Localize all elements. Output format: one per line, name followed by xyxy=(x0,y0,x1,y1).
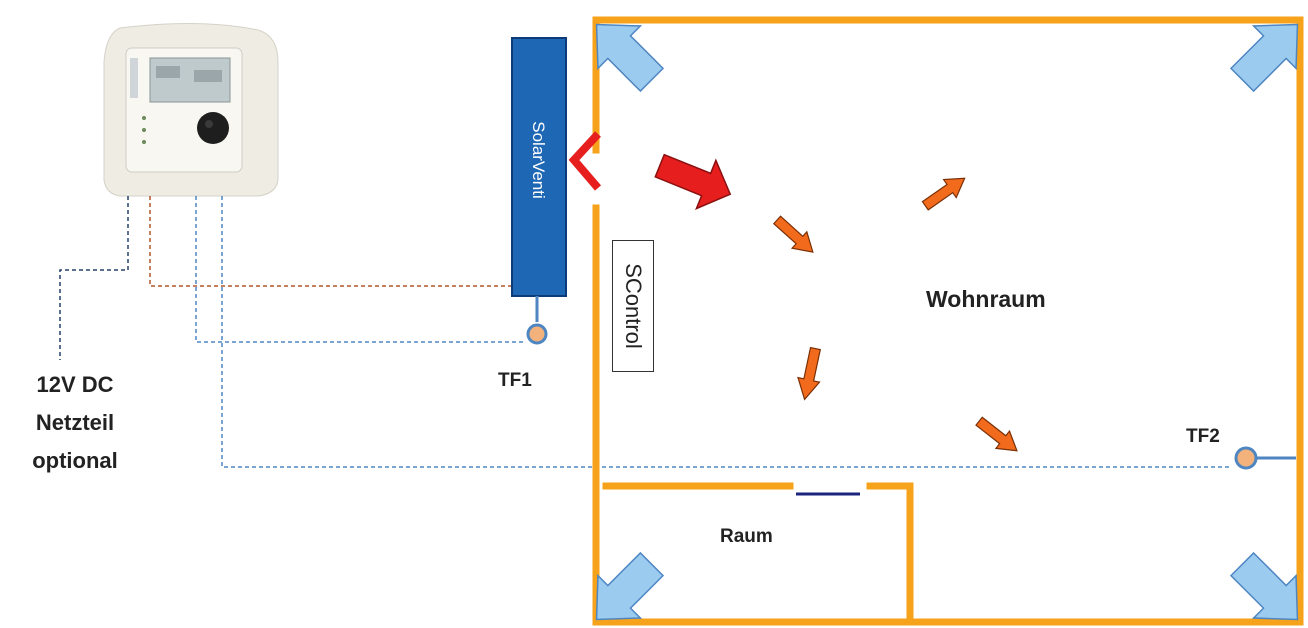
air-flow-arrows xyxy=(770,169,1024,459)
power-supply-line: 12V DC xyxy=(0,372,150,398)
sensor-2-label: TF2 xyxy=(1186,426,1220,448)
exhaust-vents xyxy=(575,3,1308,628)
collector-label: SolarVenti xyxy=(528,121,548,199)
air-inlet-icon xyxy=(574,134,598,188)
controller-label: SControl xyxy=(620,263,646,349)
temperature-sensor-icon xyxy=(528,325,546,343)
temperature-sensor-icon xyxy=(1236,448,1296,468)
air-flow-arrow-icon xyxy=(919,169,971,215)
power-supply-label: 12V DC Netzteil optional xyxy=(0,372,150,482)
power-supply-line: optional xyxy=(0,448,150,474)
air-flow-arrow-icon xyxy=(972,413,1023,460)
collector-wire xyxy=(150,196,512,286)
power-wire xyxy=(60,196,128,360)
room-label: Raum xyxy=(720,526,773,548)
building-walls xyxy=(596,20,1300,622)
exhaust-vent-icon xyxy=(575,543,673,628)
sensor-2-wire xyxy=(222,196,1232,467)
sensor-1-wire xyxy=(196,196,525,342)
controller-label-box: SControl xyxy=(612,240,654,372)
sensor-1-label: TF1 xyxy=(498,370,532,392)
air-flow-arrow-icon xyxy=(770,212,820,260)
inlet-air-arrow-icon xyxy=(650,142,740,219)
exhaust-vent-icon xyxy=(1221,543,1308,628)
power-supply-line: Netzteil xyxy=(0,410,150,436)
controller-device xyxy=(104,23,278,196)
living-room-label: Wohnraum xyxy=(926,286,1046,313)
air-flow-arrow-icon xyxy=(794,346,826,401)
